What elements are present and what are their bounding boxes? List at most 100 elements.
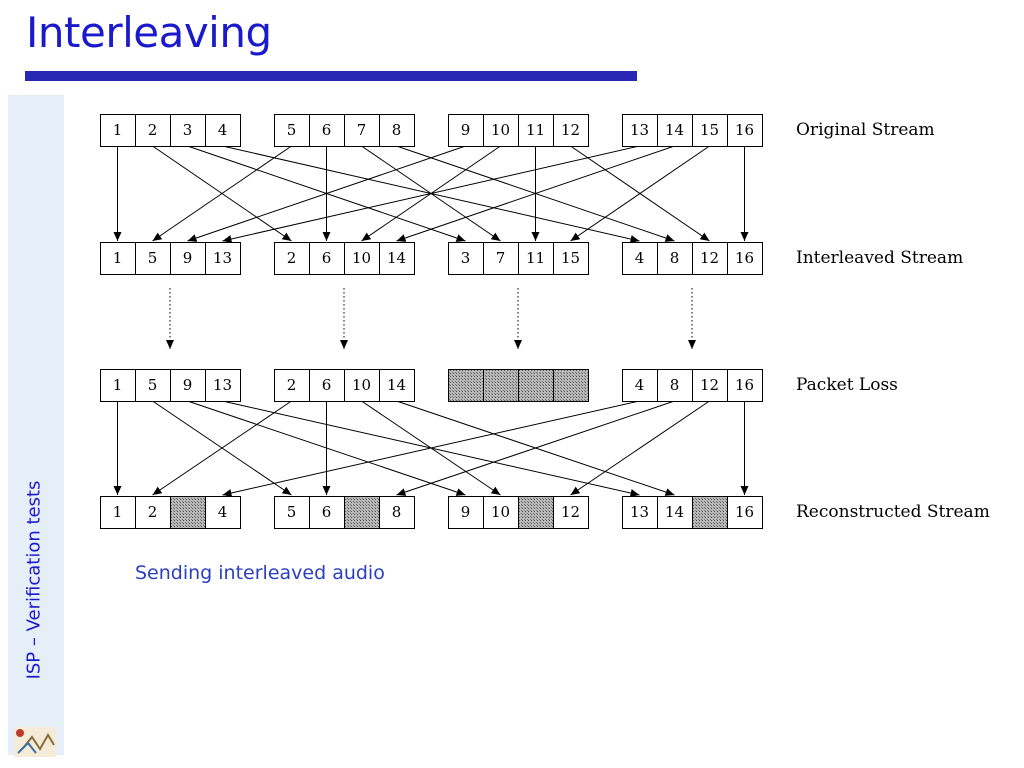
packet-cell — [483, 242, 519, 275]
mapping-arrow — [222, 145, 640, 243]
packet-cell — [379, 242, 415, 275]
packet-cell — [170, 114, 206, 147]
row-label: Packet Loss — [796, 375, 898, 395]
mapping-arrow — [187, 145, 466, 242]
lost-packet-cell — [518, 496, 554, 529]
packet-cell — [100, 242, 136, 275]
packet-cell — [379, 496, 415, 529]
side-label: ISP – Verification tests — [23, 480, 45, 680]
packet-cell — [727, 114, 763, 147]
packet-number: 5 — [148, 249, 158, 267]
packet-cell — [205, 369, 241, 402]
packet-cell — [622, 369, 658, 402]
packet-number: 4 — [635, 249, 645, 267]
packet-cell — [274, 114, 310, 147]
packet-number: 6 — [322, 503, 332, 521]
packet-cell — [622, 114, 658, 147]
packet-cell — [379, 114, 415, 147]
diagram-caption: Sending interleaved audio — [135, 562, 385, 584]
packet-cell — [135, 369, 171, 402]
packet-cell — [170, 369, 206, 402]
packet-number: 8 — [392, 503, 402, 521]
packet-number: 4 — [218, 121, 228, 139]
packet-number: 13 — [213, 249, 232, 267]
packet-cell — [135, 496, 171, 529]
packet-number: 5 — [287, 121, 297, 139]
packet-number: 10 — [352, 249, 371, 267]
packet-number: 4 — [635, 376, 645, 394]
packet-number: 5 — [287, 503, 297, 521]
packet-cell — [518, 114, 554, 147]
packet-number: 12 — [700, 376, 719, 394]
packet-number: 1 — [113, 249, 123, 267]
connector-lines — [113, 145, 749, 497]
packet-number: 4 — [218, 503, 228, 521]
packet-number: 7 — [357, 121, 367, 139]
packet-cell — [657, 242, 693, 275]
packet-cell — [553, 496, 589, 529]
packet-number: 3 — [461, 249, 471, 267]
packet-number: 16 — [735, 503, 754, 521]
packet-number: 15 — [561, 249, 580, 267]
packet-number: 5 — [148, 376, 158, 394]
packet-cell — [170, 242, 206, 275]
lost-packet-cell — [553, 369, 589, 402]
packet-cell — [692, 114, 728, 147]
title-underline-bar — [25, 71, 637, 81]
packet-number: 10 — [491, 121, 510, 139]
packet-cell — [553, 114, 589, 147]
packet-number: 7 — [496, 249, 506, 267]
packet-number: 14 — [387, 376, 406, 394]
row-label: Original Stream — [796, 120, 935, 140]
mapping-arrow — [570, 145, 710, 242]
lost-packet-cell — [518, 369, 554, 402]
packet-number: 15 — [700, 121, 719, 139]
packet-number: 14 — [665, 503, 684, 521]
packet-cell — [344, 242, 380, 275]
packet-cell — [622, 242, 658, 275]
packet-number: 12 — [700, 249, 719, 267]
lost-packet-cell — [344, 496, 380, 529]
packet-number: 11 — [526, 121, 545, 139]
packet-cell — [727, 242, 763, 275]
packet-number: 2 — [148, 503, 158, 521]
mapping-arrow — [152, 145, 292, 242]
packet-cell — [518, 242, 554, 275]
packet-cell — [657, 114, 693, 147]
packet-cell — [553, 242, 589, 275]
packet-number: 8 — [670, 376, 680, 394]
packet-cell — [100, 369, 136, 402]
packet-cell — [727, 496, 763, 529]
packet-number: 14 — [387, 249, 406, 267]
packet-number: 2 — [287, 249, 297, 267]
packet-cell — [274, 496, 310, 529]
packet-number: 2 — [148, 121, 158, 139]
packet-number: 13 — [213, 376, 232, 394]
mapping-arrow — [396, 145, 675, 242]
packet-cell — [135, 242, 171, 275]
packet-number: 6 — [322, 121, 332, 139]
packet-number: 3 — [183, 121, 193, 139]
seal-logo-icon — [14, 727, 56, 757]
packet-number: 6 — [322, 249, 332, 267]
packet-number: 6 — [322, 376, 332, 394]
packet-cell — [692, 369, 728, 402]
packet-cell — [309, 242, 345, 275]
packet-number: 10 — [491, 503, 510, 521]
packet-number: 16 — [735, 121, 754, 139]
packet-number: 8 — [392, 121, 402, 139]
packet-number: 12 — [561, 503, 580, 521]
row-label: Interleaved Stream — [796, 248, 963, 268]
packet-cell — [727, 369, 763, 402]
packet-number: 9 — [183, 249, 193, 267]
packet-cell — [344, 114, 380, 147]
packet-cell — [483, 496, 519, 529]
packet-number: 13 — [630, 503, 649, 521]
packet-cell — [483, 114, 519, 147]
lost-packet-cell — [448, 369, 484, 402]
packet-number: 9 — [183, 376, 193, 394]
packet-cell — [274, 369, 310, 402]
